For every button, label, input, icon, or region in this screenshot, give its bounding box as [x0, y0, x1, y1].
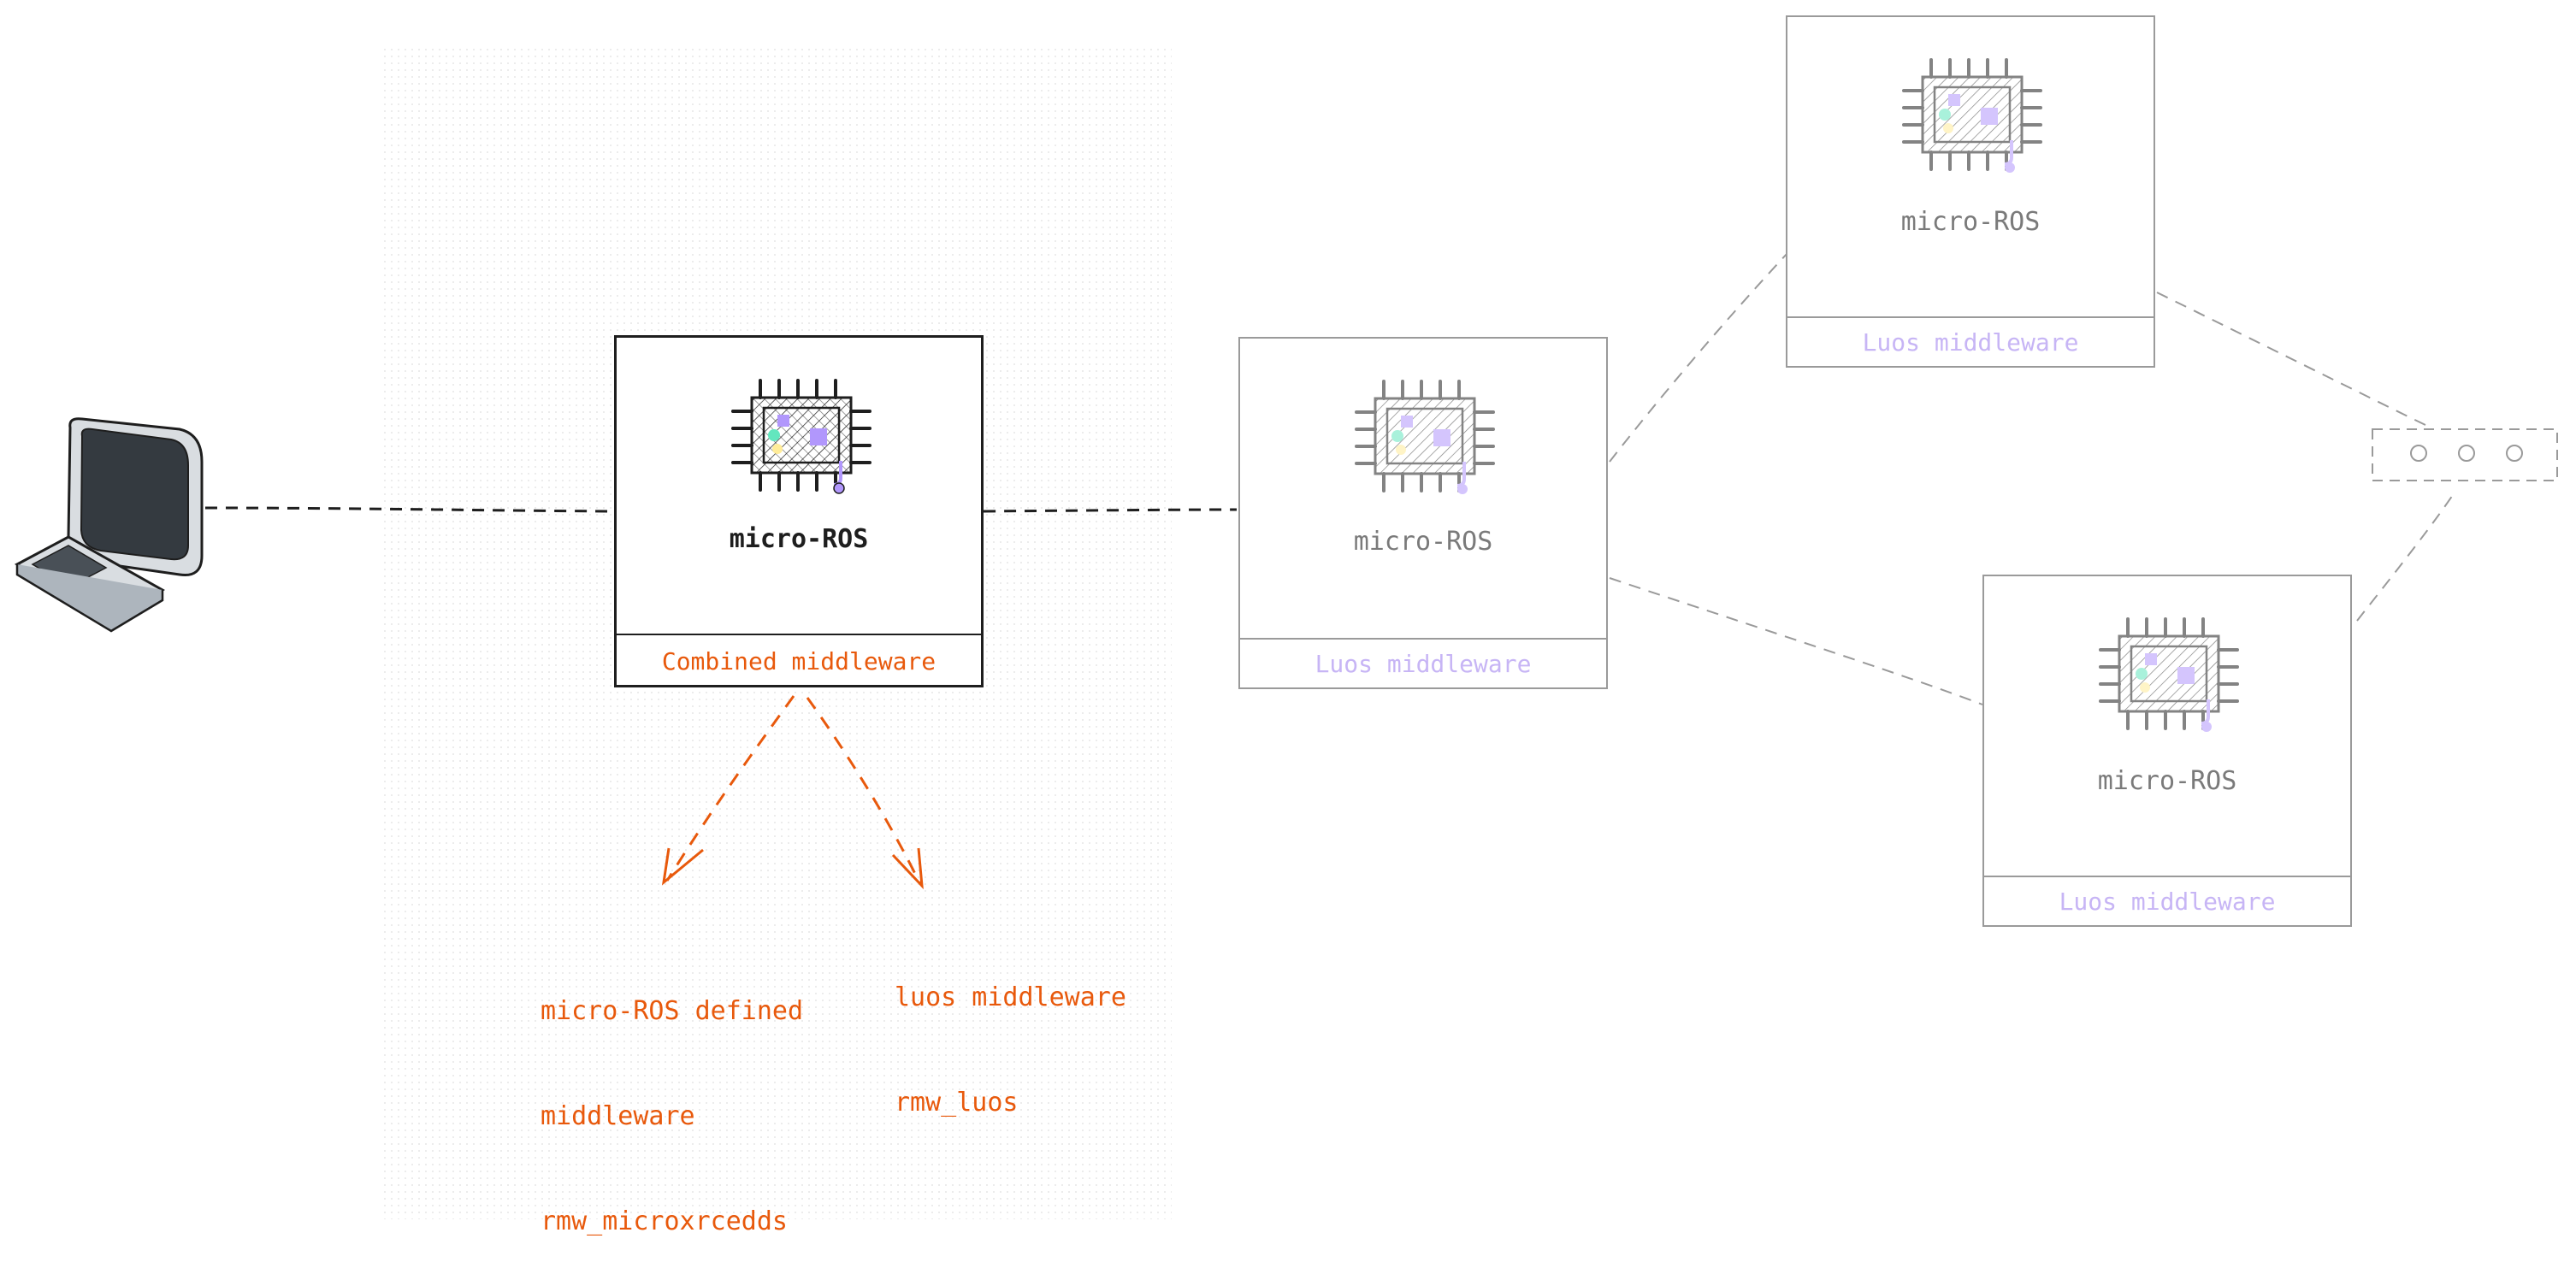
annotation-line: micro-ROS defined	[541, 996, 804, 1026]
satellite-board: micro-ROS Luos middleware	[1238, 337, 1608, 689]
connector-satellite1-satellite3	[1609, 577, 1983, 705]
satellite-board: micro-ROS Luos middleware	[1786, 15, 2155, 368]
board-divider	[1984, 876, 2350, 877]
annotation-line: luos middleware	[895, 982, 1126, 1012]
annotation-line: middleware	[541, 1101, 695, 1131]
microcontroller-chip-icon	[1902, 58, 2042, 173]
chip-label: micro-ROS	[1900, 207, 2041, 237]
arrow-to-left-note	[661, 695, 795, 886]
connector-computer-main	[204, 506, 613, 513]
middleware-label: Luos middleware	[1315, 650, 1532, 678]
middleware-label: Combined middleware	[661, 647, 936, 675]
annotation-line: rmw_microxrcedds	[541, 1206, 788, 1236]
middleware-label: Luos middleware	[1862, 328, 2079, 357]
board-divider	[617, 634, 981, 635]
connector-satellite3-bus	[2356, 492, 2455, 622]
middleware-label: Luos middleware	[2059, 888, 2276, 916]
annotation-line: rmw_luos	[895, 1088, 1019, 1118]
microcontroller-chip-icon	[1355, 380, 1495, 494]
bus-connector-icon	[2372, 428, 2558, 481]
connector-satellite2-bus	[2156, 292, 2431, 428]
annotation-left: micro-ROS defined middleware rmw_microxr…	[541, 923, 803, 1274]
board-divider	[1240, 638, 1606, 640]
desktop-computer-icon	[14, 417, 204, 633]
connector-main-satellite1	[983, 508, 1238, 513]
satellite-board: micro-ROS Luos middleware	[1982, 575, 2352, 927]
chip-label: micro-ROS	[1353, 527, 1493, 557]
arrow-to-right-note	[806, 697, 924, 890]
main-board: micro-ROS Combined middleware	[614, 335, 984, 687]
microcontroller-chip-icon	[2099, 617, 2239, 732]
chip-label: micro-ROS	[2097, 766, 2237, 796]
annotation-right: luos middleware rmw_luos	[895, 910, 1126, 1155]
chip-label: micro-ROS	[729, 524, 869, 554]
board-divider	[1787, 316, 2154, 318]
connector-satellite1-satellite2	[1609, 252, 1788, 463]
microcontroller-chip-icon	[731, 379, 871, 494]
